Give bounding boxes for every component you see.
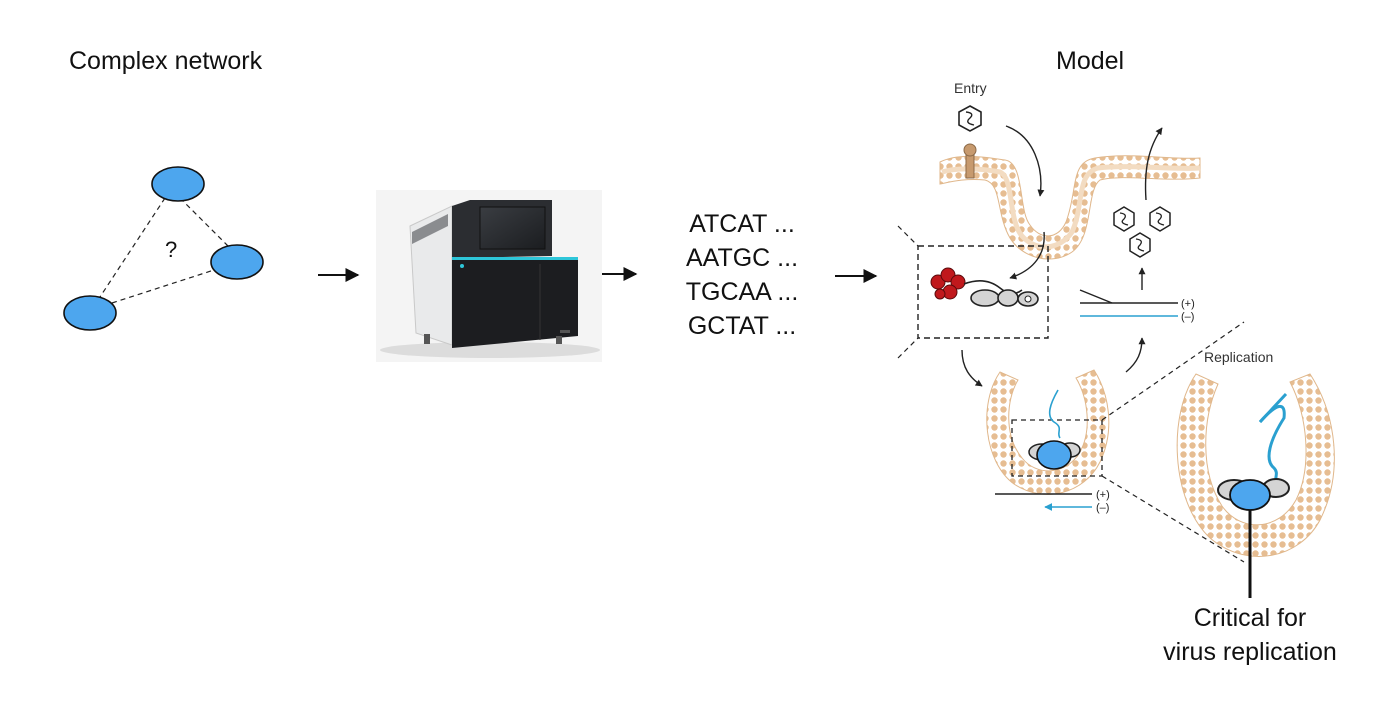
sequence-read: AATGC ... — [685, 244, 799, 272]
network-title: Complex network — [69, 47, 263, 75]
strand-diagram-bottom — [995, 493, 1092, 511]
translation-inset — [917, 245, 1049, 339]
ribosome-translation — [970, 289, 1039, 307]
replication-vesicle-large — [1176, 373, 1335, 557]
sequence-read: ATCAT ... — [689, 210, 795, 238]
strand-plus-label-bottom: (+) — [1096, 489, 1110, 501]
strand-diagram-top — [1079, 289, 1178, 317]
critical-callout-line: Critical for — [1193, 604, 1307, 632]
strand-minus-label-top: (–) — [1181, 311, 1194, 323]
sequence-read: TGCAA ... — [685, 278, 799, 306]
unknown-interaction-mark: ? — [165, 237, 178, 262]
highlighted-protein-small — [1036, 440, 1072, 470]
entry-label: Entry — [954, 80, 987, 96]
sequencer-image — [376, 190, 602, 362]
replication-vesicle-small — [986, 369, 1110, 495]
sequence-read: GCTAT ... — [687, 312, 797, 340]
network-edge-top-right — [179, 197, 233, 251]
strand-minus-label-bottom: (–) — [1096, 502, 1109, 514]
critical-callout-line: virus replication — [1163, 638, 1337, 666]
critical-callout: Critical for virus replication — [1140, 601, 1360, 669]
replication-label: Replication — [1204, 349, 1273, 365]
replication-inset-small — [1011, 419, 1103, 477]
network-node-right — [210, 244, 264, 280]
model-title: Model — [1056, 47, 1125, 75]
sequence-reads: ATCAT ... AATGC ... TGCAA ... GCTAT ... — [662, 207, 822, 343]
strand-plus-label-top: (+) — [1181, 298, 1195, 310]
exit-arrow — [1144, 127, 1163, 201]
model-diagram: (+) (–) (+) (–) Entry Replication — [897, 80, 1335, 598]
network-graph — [63, 166, 264, 331]
network-edge-left-right — [111, 269, 215, 304]
progeny-virus-group — [1113, 206, 1171, 258]
network-node-top — [151, 166, 205, 202]
entry-path-arrow — [1005, 125, 1045, 197]
host-factor-cluster — [930, 267, 966, 300]
network-node-left — [63, 295, 117, 331]
network-edge-top-left — [97, 197, 166, 301]
highlighted-protein-large — [1229, 479, 1271, 511]
